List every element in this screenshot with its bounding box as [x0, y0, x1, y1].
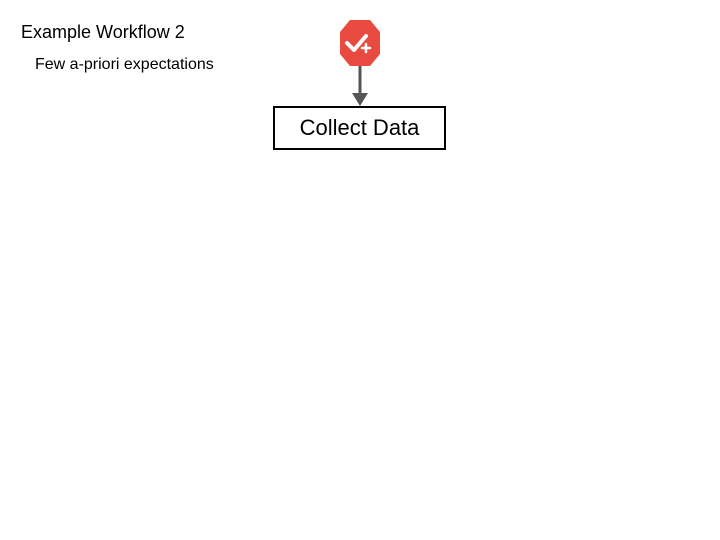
step-label: Collect Data: [299, 115, 420, 140]
plus-glyph: [360, 42, 372, 54]
arrow-head: [352, 93, 368, 106]
connector-arrow: [352, 66, 368, 106]
checkmark-glyph: [345, 34, 368, 52]
check-plus-icon: [340, 20, 380, 66]
slide-title: Example Workflow 2: [21, 22, 185, 42]
step-collect-data[interactable]: Collect Data: [273, 106, 446, 150]
slide-subtitle: Few a-priori expectations: [35, 56, 214, 73]
